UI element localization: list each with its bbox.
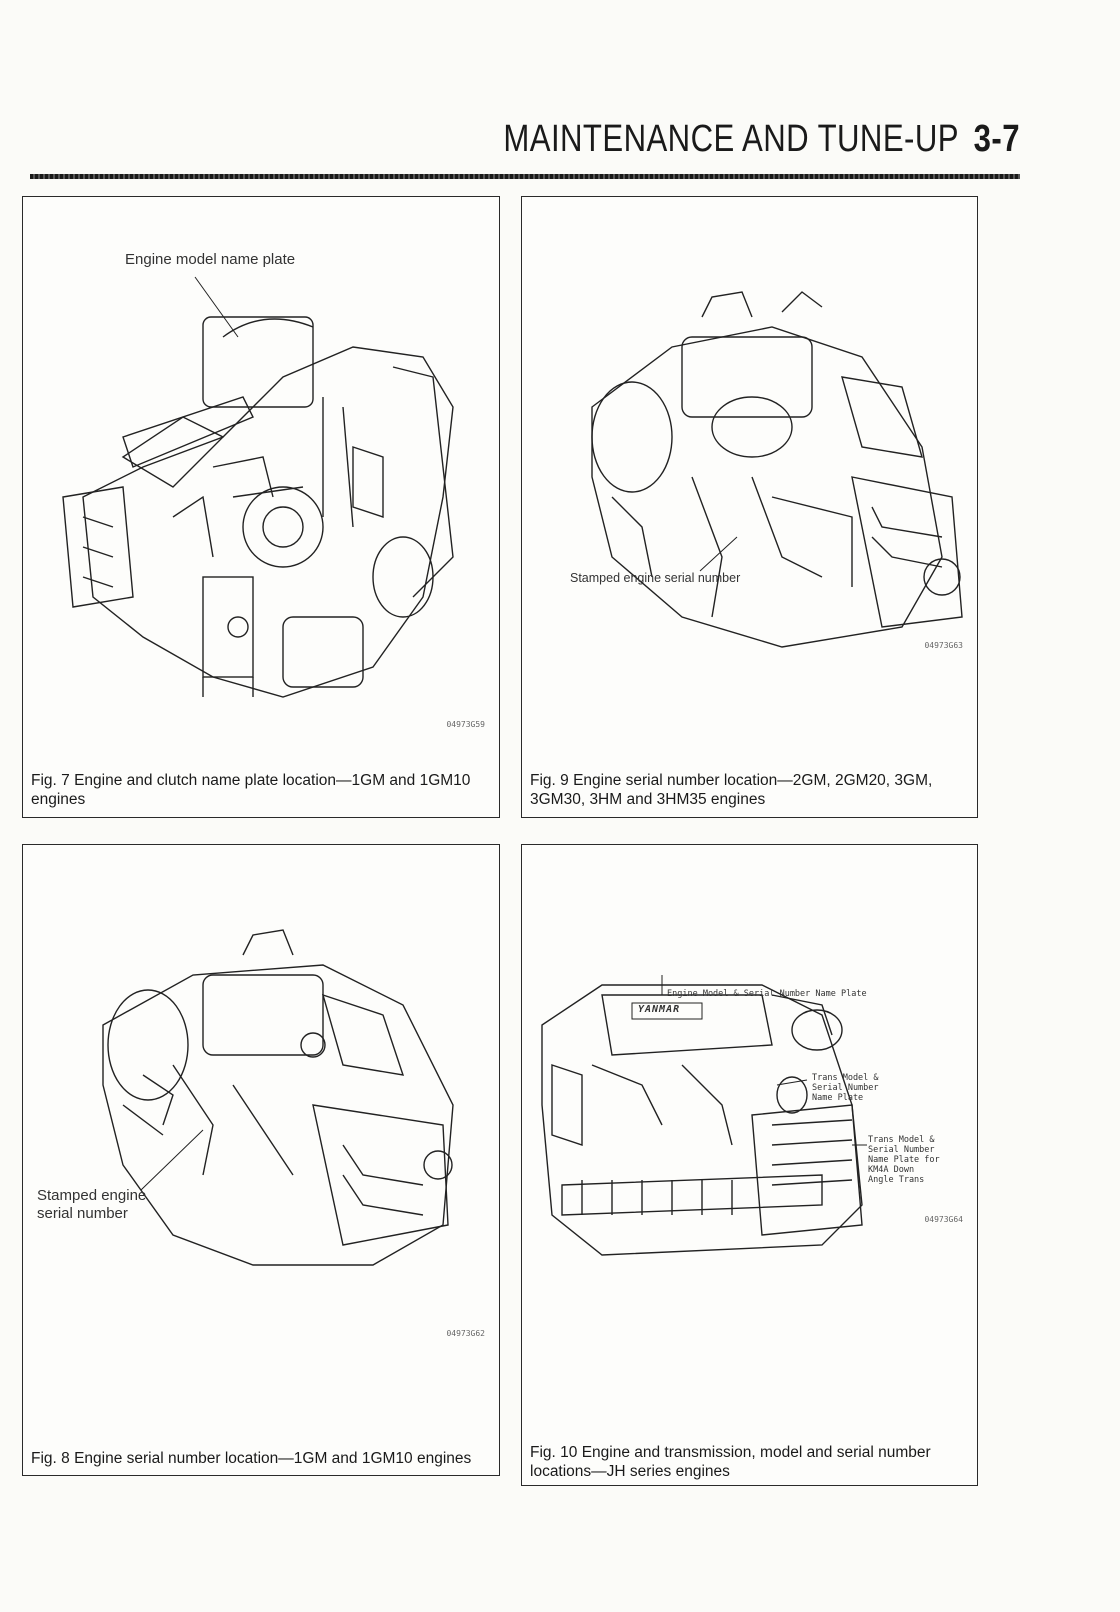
label-stamped-engine-serial-number: Stamped engine serial number	[37, 1187, 147, 1222]
figure-code: 04973G64	[924, 1215, 963, 1224]
page-header: MAINTENANCE AND TUNE-UP 3-7	[503, 118, 1020, 161]
page-number: 3-7	[973, 118, 1020, 160]
figure-9: Stamped engine serial number 04973G63 Fi…	[521, 196, 978, 818]
figure-8: Stamped engine serial number 04973G62 Fi…	[22, 844, 500, 1476]
label-stamped-engine-serial-number: Stamped engine serial number	[570, 571, 741, 585]
engine-illustration-fig7	[62, 276, 454, 698]
label-engine-model-serial-plate: Engine Model & Serial Number Name Plate	[667, 989, 867, 999]
figure-code: 04973G63	[924, 641, 963, 650]
figure-caption: Fig. 8 Engine serial number location—1GM…	[31, 1450, 472, 1467]
figure-10: YANMAR Engine Model & Serial Number Name…	[521, 844, 978, 1486]
label-engine-model-name-plate: Engine model name plate	[125, 251, 296, 268]
figure-caption: Fig. 10 Engine and transmission, model a…	[530, 1444, 931, 1480]
engine-illustration-fig10	[541, 975, 867, 1256]
engine-illustration-fig9	[591, 291, 963, 648]
yanmar-logo: YANMAR	[638, 1004, 681, 1015]
section-title: MAINTENANCE AND TUNE-UP	[503, 118, 959, 160]
engine-illustration-fig8	[102, 929, 454, 1266]
label-trans-model-serial-plate-km4a: Trans Model & Serial Number Name Plate f…	[868, 1135, 940, 1185]
label-trans-model-serial-plate: Trans Model & Serial Number Name Plate	[812, 1073, 879, 1103]
figure-code: 04973G62	[446, 1329, 485, 1338]
figure-caption: Fig. 9 Engine serial number location—2GM…	[530, 772, 933, 808]
figure-7: Engine model name plate 04973G59 Fig. 7 …	[22, 196, 500, 818]
figure-caption: Fig. 7 Engine and clutch name plate loca…	[31, 772, 471, 808]
header-rule	[30, 174, 1020, 179]
figure-code: 04973G59	[446, 720, 485, 729]
